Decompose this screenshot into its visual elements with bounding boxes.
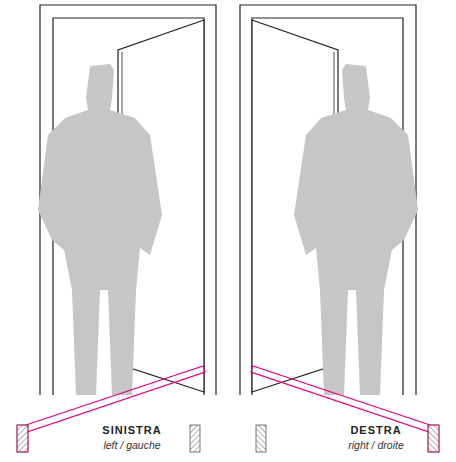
right-door-view <box>240 5 418 395</box>
left-door-view <box>38 5 216 395</box>
hand-translation: left / gauche <box>103 439 160 452</box>
hand-label: DESTRA <box>350 424 401 437</box>
left-door-plan <box>17 366 205 452</box>
hand-label: SINISTRA <box>102 424 161 437</box>
hand-translation: right / droite <box>348 439 403 452</box>
right-door-plan <box>251 366 439 452</box>
